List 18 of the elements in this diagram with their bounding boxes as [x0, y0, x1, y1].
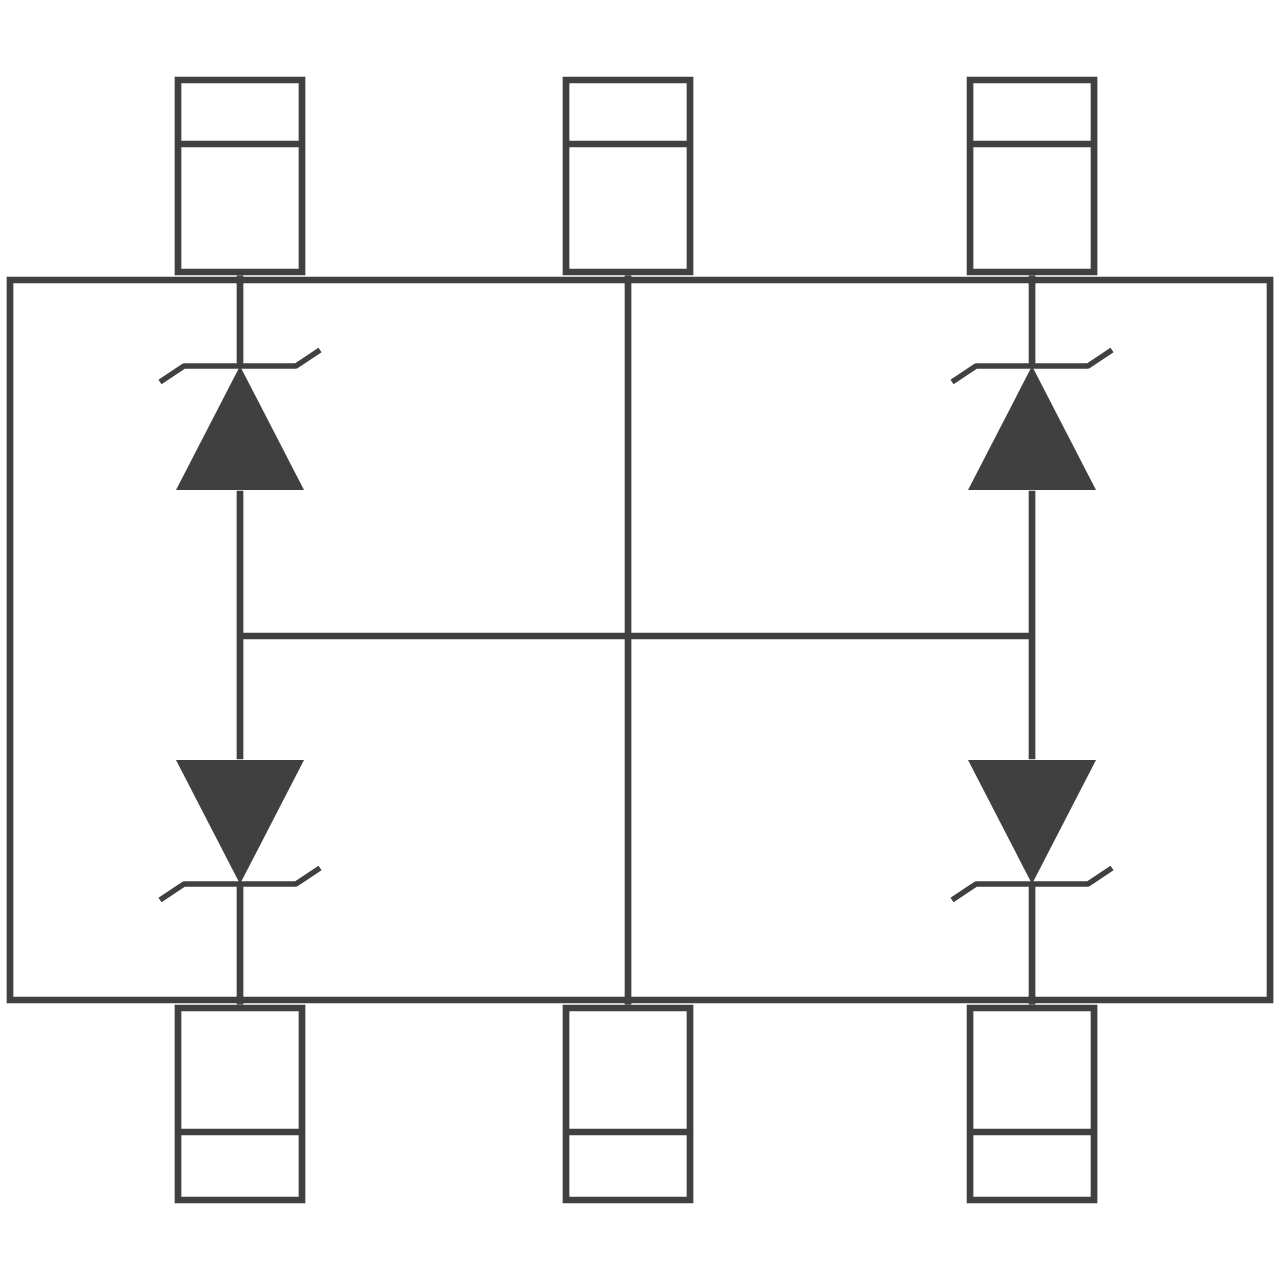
pin-pad: [174, 1004, 306, 1204]
wire: [236, 884, 244, 1005]
wire: [1028, 275, 1036, 366]
zener-diode-symbol: [950, 347, 1114, 490]
pin-pad: [562, 76, 694, 276]
pin-pad: [562, 1004, 694, 1204]
zener-diode-symbol: [158, 347, 322, 490]
wire: [236, 275, 244, 366]
wire: [236, 490, 244, 760]
zener-diode-symbol: [950, 760, 1114, 903]
wire: [1028, 490, 1036, 760]
wire: [624, 275, 632, 1005]
zener-diode-symbol: [158, 760, 322, 903]
pin-pad: [174, 76, 306, 276]
wire: [1028, 884, 1036, 1005]
pin-pad: [966, 1004, 1098, 1204]
pin-pad: [966, 76, 1098, 276]
package-body: [6, 276, 1274, 1004]
